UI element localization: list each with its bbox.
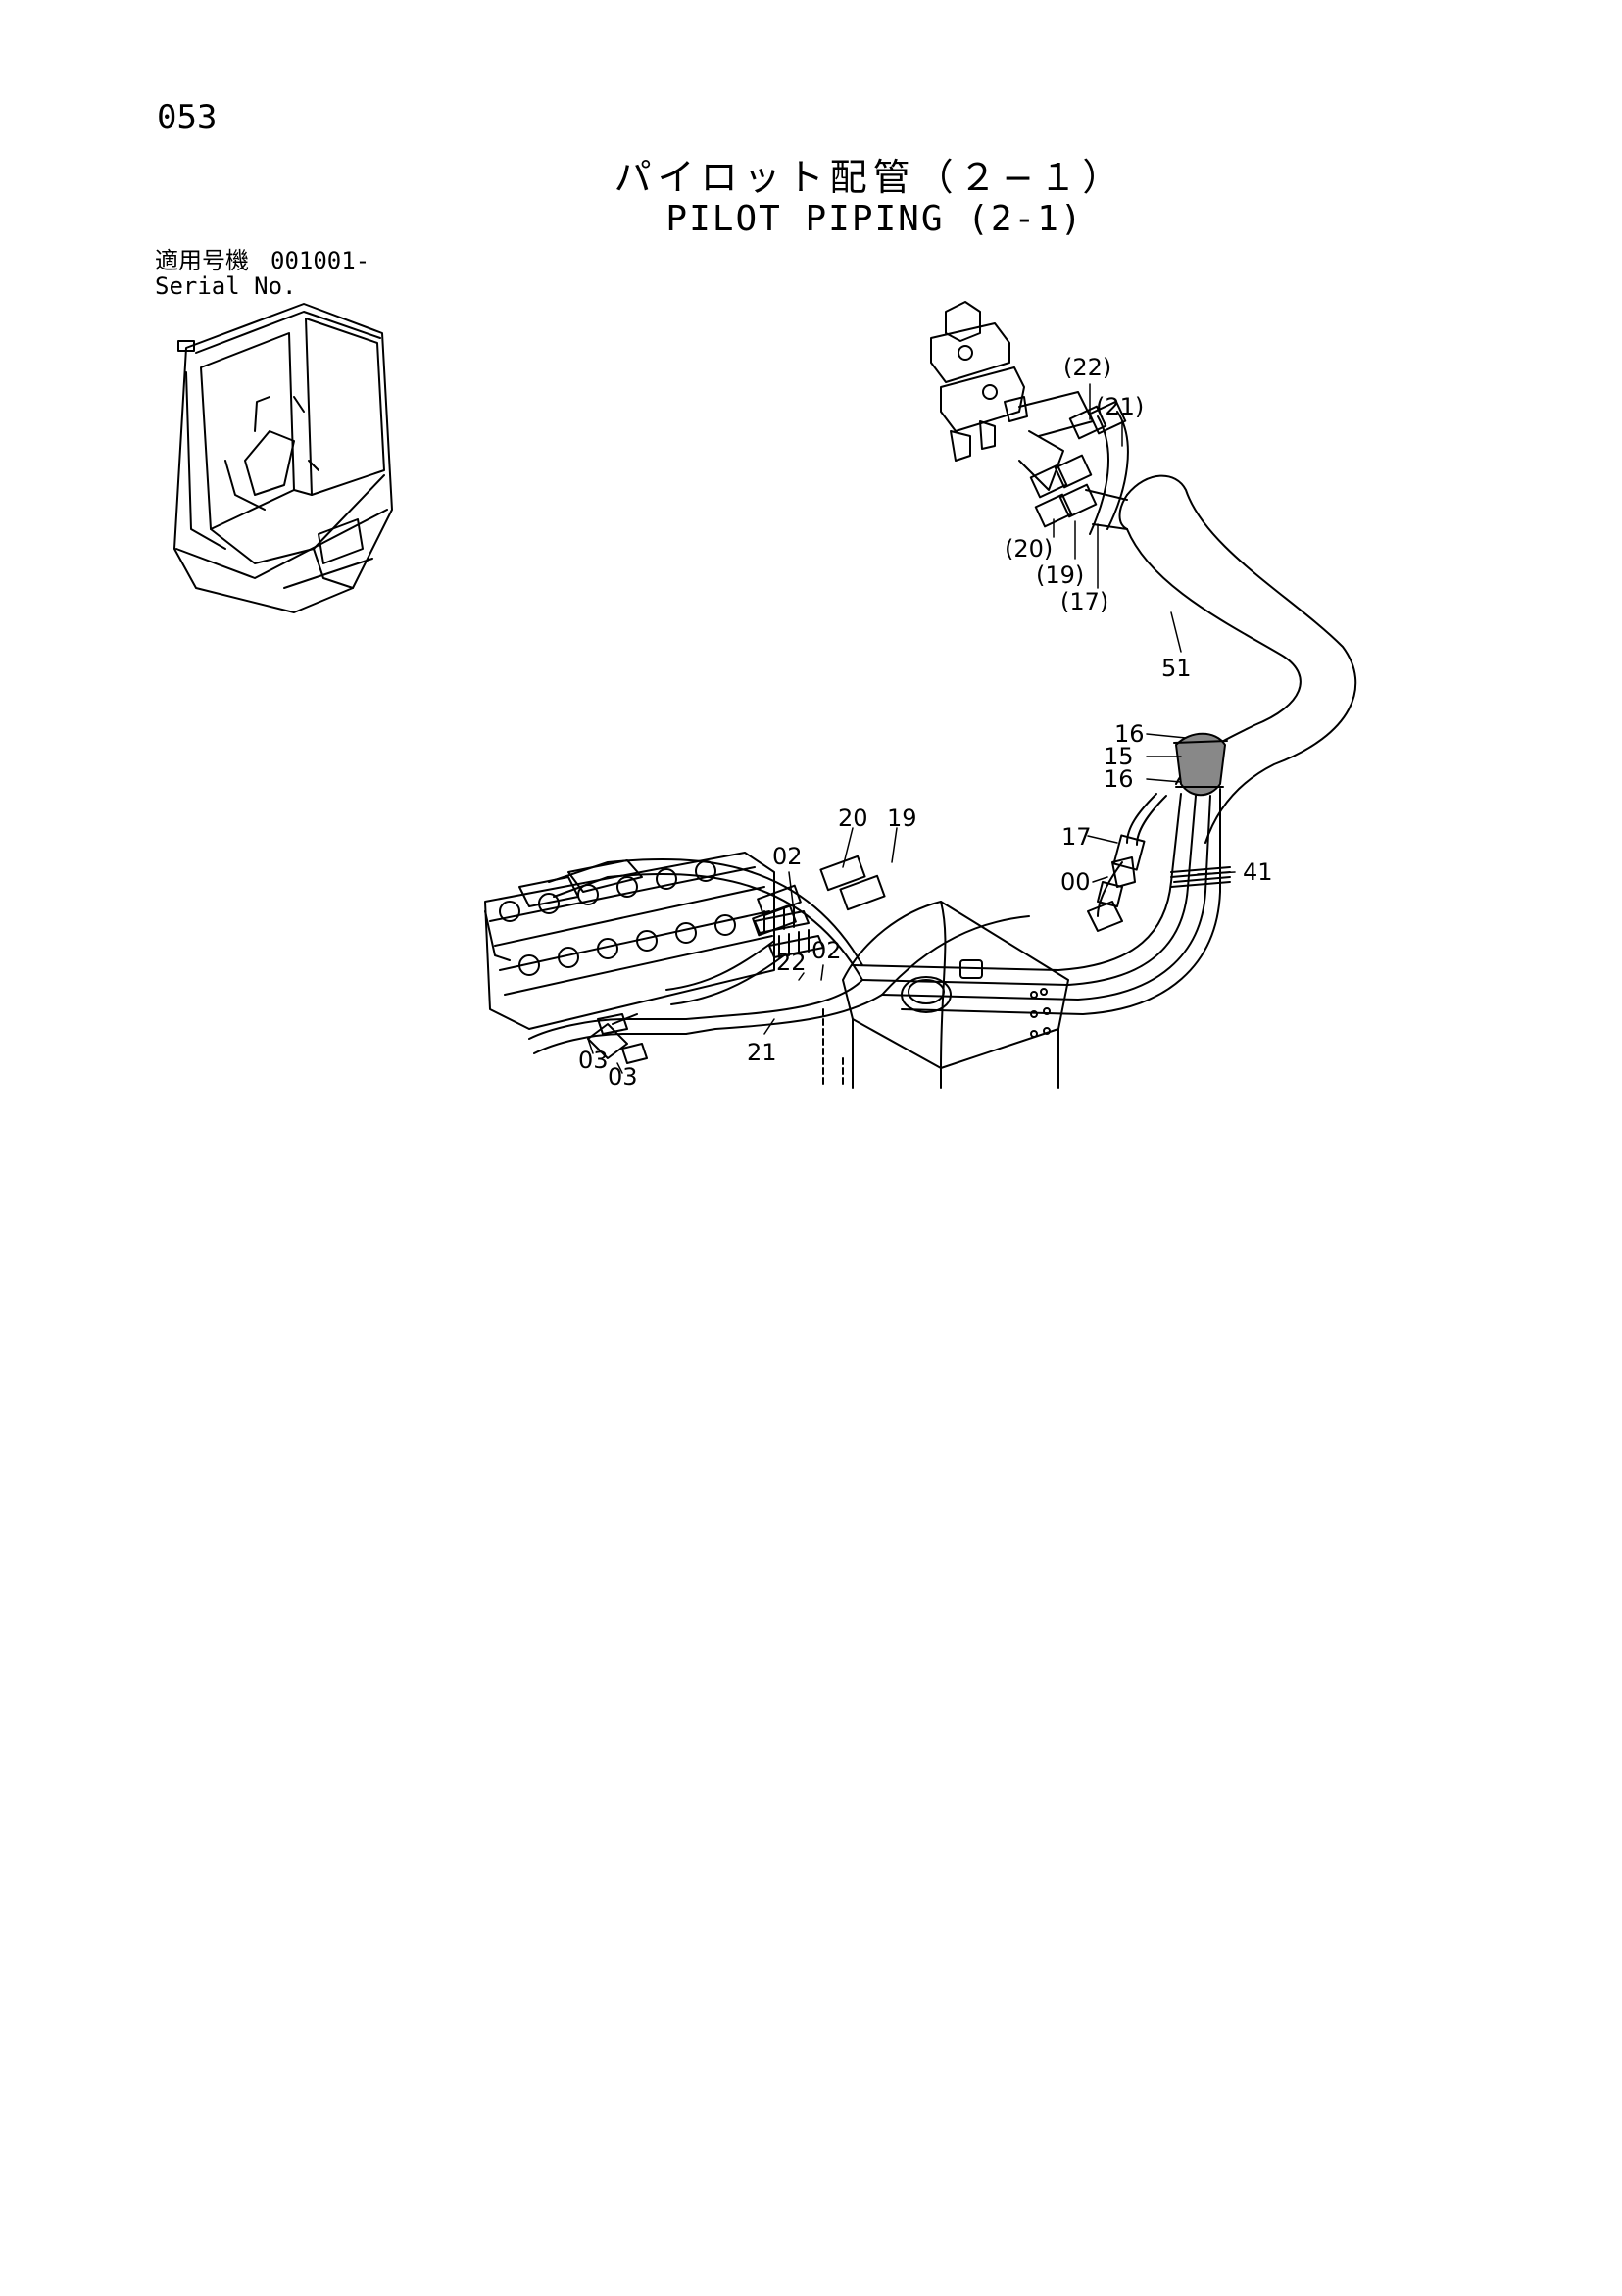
callout-20-ref: (20) — [1005, 535, 1053, 562]
callout-03-right: 03 — [608, 1063, 638, 1091]
page-title-japanese: パイロット配管（２−１） — [614, 156, 1126, 199]
control-valve-illustration — [484, 852, 775, 1064]
elbow-fitting-00 — [1097, 856, 1136, 907]
callout-19-ref: (19) — [1036, 562, 1084, 589]
page-number: 053 — [157, 98, 218, 137]
callout-00: 00 — [1060, 868, 1091, 896]
callout-03-left: 03 — [578, 1047, 609, 1074]
serial-number-block: 適用号機 001001- Serial No. — [155, 248, 391, 299]
callout-17-ref: (17) — [1060, 588, 1108, 615]
callout-02-upper: 02 — [772, 843, 803, 870]
adapter-fittings-02 — [754, 904, 824, 958]
callout-17: 17 — [1061, 823, 1092, 851]
callout-22-ref: (22) — [1063, 354, 1111, 381]
callout-21-ref: (21) — [1096, 393, 1144, 420]
page-title-english: PILOT PIPING (2-1) — [665, 199, 1084, 239]
serial-label-japanese: 適用号機 — [155, 247, 249, 274]
callout-16-lower: 16 — [1104, 765, 1134, 793]
callout-21: 21 — [747, 1039, 777, 1066]
cab-thumbnail-illustration — [173, 303, 393, 613]
pilot-valve-illustration — [930, 301, 1028, 462]
callout-41: 41 — [1243, 858, 1273, 886]
protective-sleeve-51 — [1118, 474, 1357, 844]
callout-51: 51 — [1161, 655, 1192, 682]
callout-16-upper: 16 — [1114, 720, 1145, 748]
hydraulic-tank-illustration — [822, 901, 1069, 1089]
callout-02-lower: 02 — [811, 937, 842, 964]
serial-label-english: Serial No. — [155, 272, 297, 300]
hose-band-15-16 — [1173, 732, 1228, 797]
callout-19: 19 — [887, 805, 917, 832]
callout-22: 22 — [776, 949, 807, 976]
callout-15: 15 — [1104, 743, 1134, 770]
pilot-hoses-main-run — [852, 788, 1231, 1015]
callout-labels: (22) (21) (20) (19) (17) 51 16 15 16 17 … — [578, 354, 1273, 1091]
hose-clamp-41 — [1170, 866, 1231, 883]
callout-leader-lines — [587, 383, 1236, 1074]
callout-20: 20 — [838, 805, 868, 832]
serial-number-value: 001001- — [270, 247, 370, 274]
